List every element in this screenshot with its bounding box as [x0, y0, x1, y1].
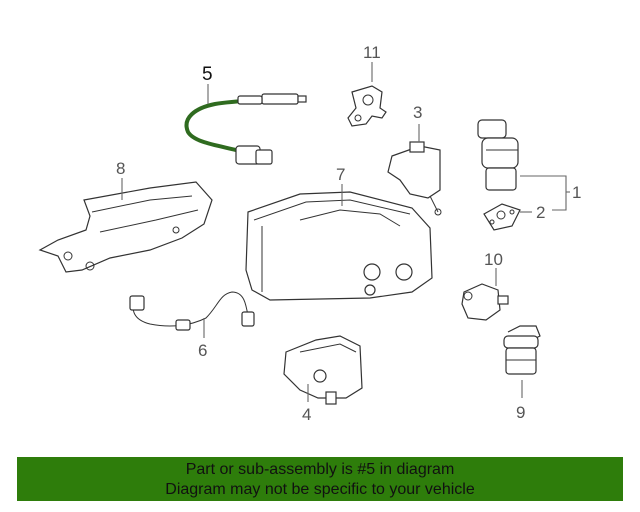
callout-6: 6: [198, 341, 207, 360]
part-7[interactable]: [245, 184, 433, 301]
callout-11: 11: [363, 43, 381, 62]
part-9[interactable]: [503, 325, 541, 398]
callout-5: 5: [202, 64, 213, 85]
part-1[interactable]: [477, 119, 560, 191]
callout-8: 8: [116, 159, 125, 178]
callout-1: 1: [572, 183, 581, 202]
callout-4: 4: [302, 405, 311, 424]
callout-2: 2: [536, 203, 545, 222]
banner-line-2: Diagram may not be specific to your vehi…: [165, 481, 475, 498]
part-3[interactable]: [387, 124, 442, 216]
part-8[interactable]: [38, 178, 213, 273]
part-6[interactable]: [129, 291, 255, 338]
info-banner: Part or sub-assembly is #5 in diagram Di…: [17, 457, 623, 501]
callout-9: 9: [516, 403, 525, 422]
part-2[interactable]: [483, 203, 532, 231]
callout-bracket-1-2: [552, 175, 567, 211]
callout-7: 7: [336, 165, 345, 184]
part-11[interactable]: [347, 62, 387, 127]
part-5-oxygen-sensor[interactable]: [184, 84, 307, 165]
part-10[interactable]: [461, 268, 509, 321]
part-4[interactable]: [283, 335, 363, 405]
callout-10: 10: [484, 250, 503, 269]
banner-line-1: Part or sub-assembly is #5 in diagram: [185, 461, 455, 478]
callout-3: 3: [413, 103, 422, 122]
